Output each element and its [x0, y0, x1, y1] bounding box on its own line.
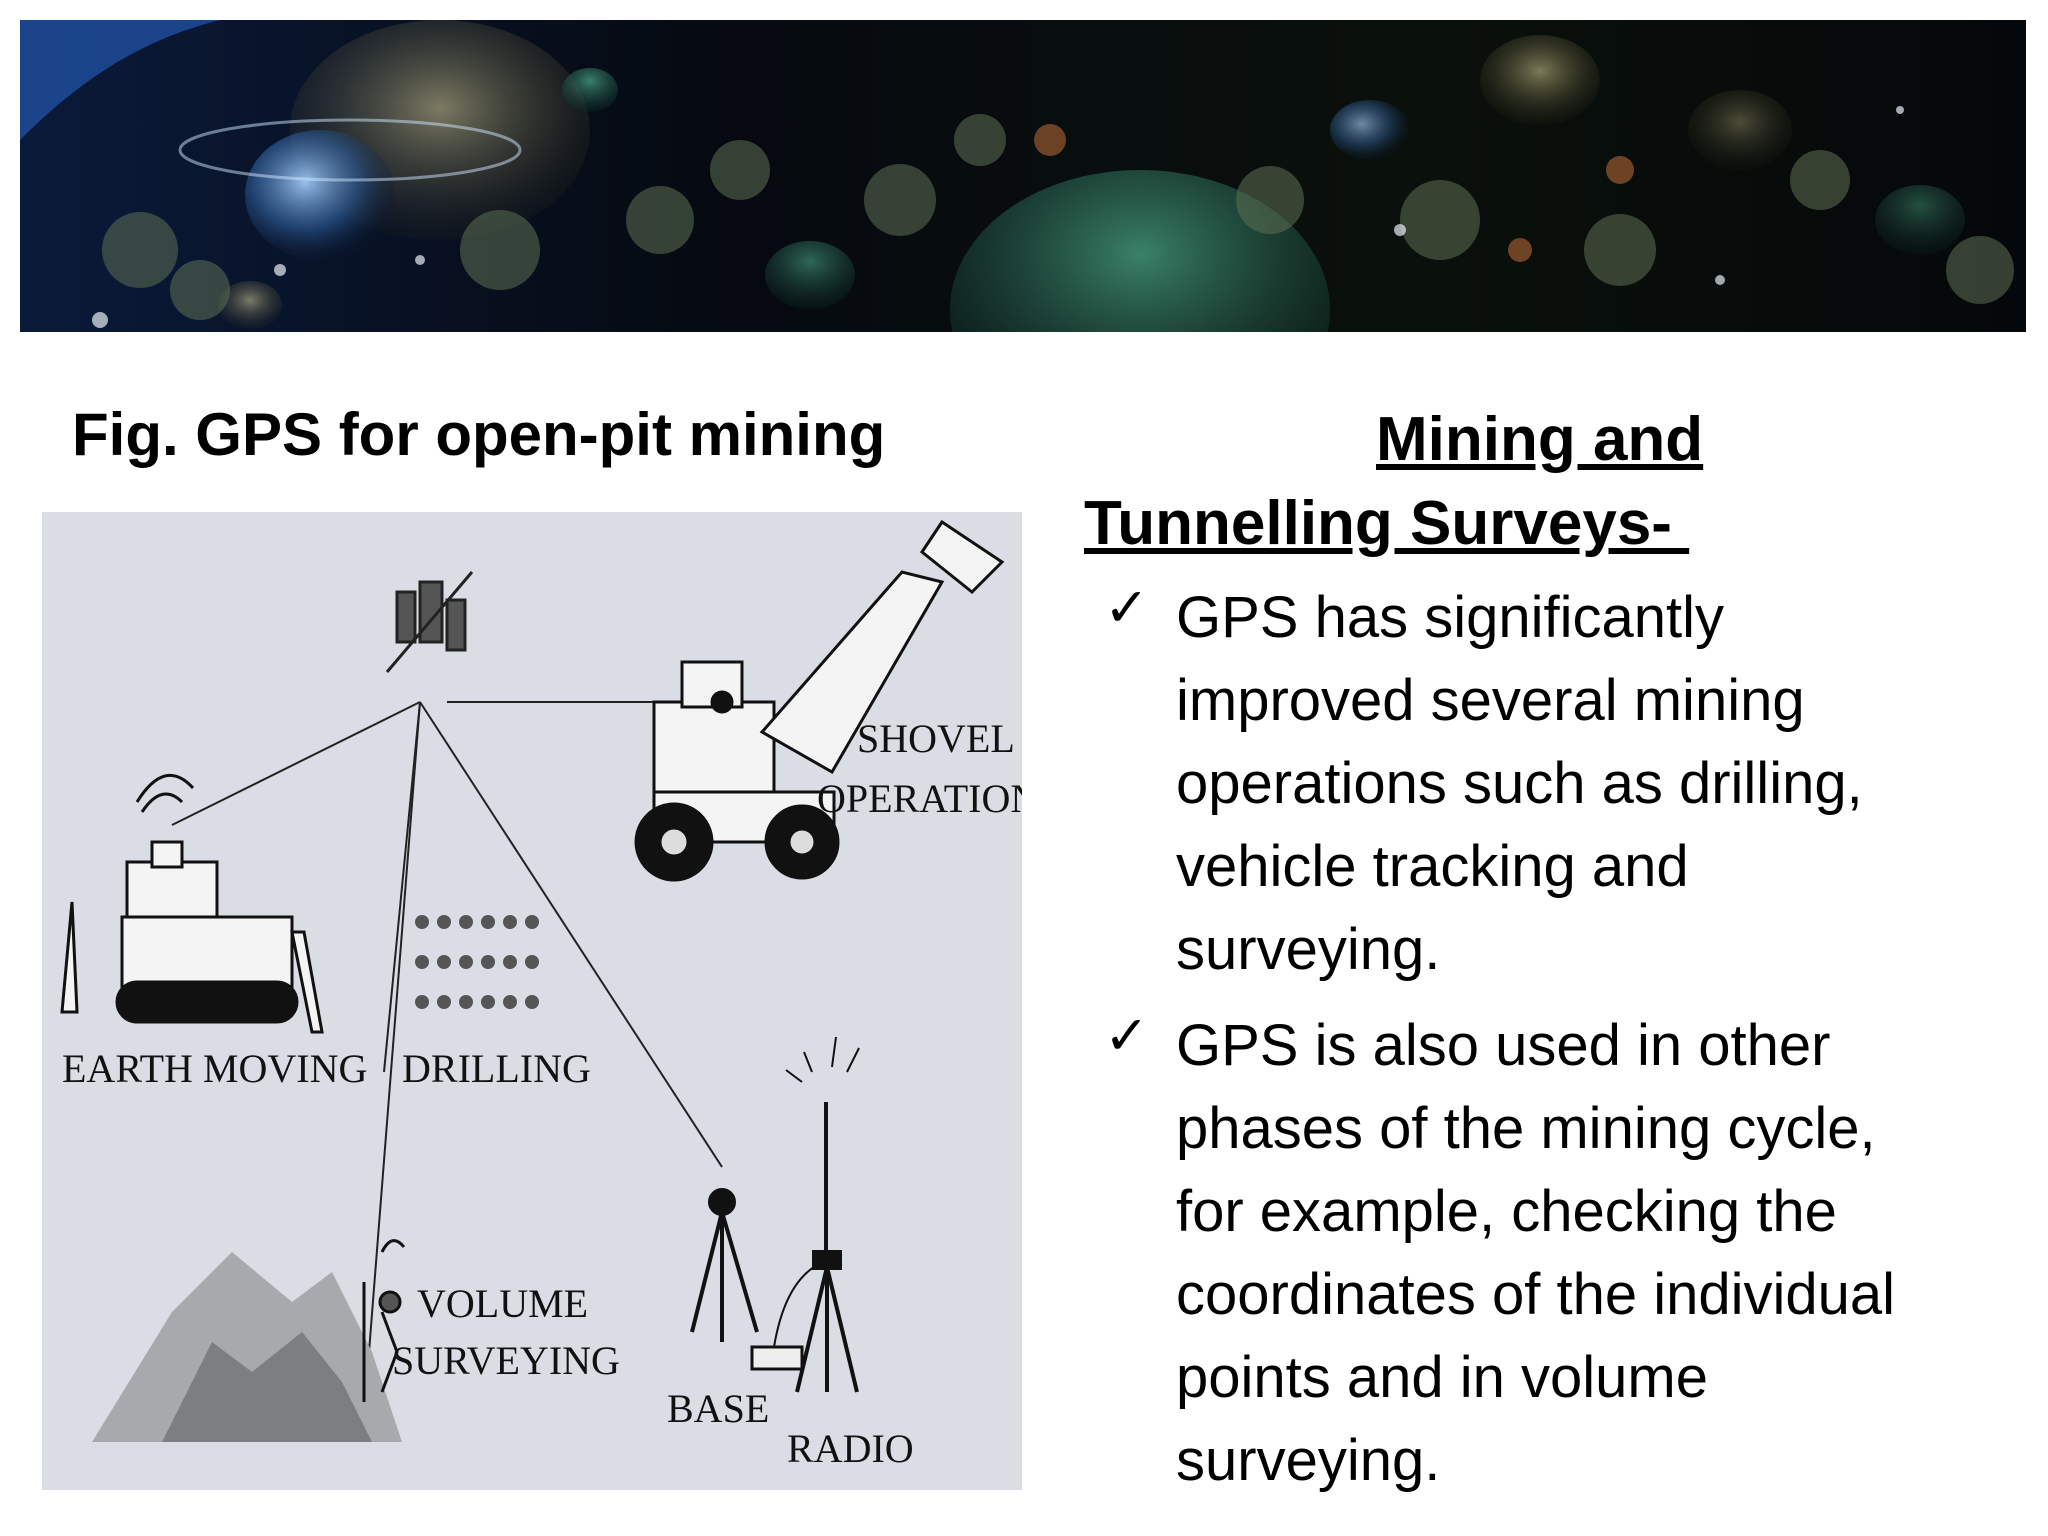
label-operations: OPERATIONS: [817, 776, 1022, 821]
gps-mining-diagram: SHOVEL OPERATIONS EARTH MOVING DRILLING: [42, 512, 1022, 1490]
label-shovel: SHOVEL: [857, 716, 1015, 761]
space-banner-graphic: [20, 20, 2026, 332]
surveyor-icon: [362, 1239, 406, 1402]
bullet-text: GPS has significantly improved several m…: [1176, 585, 1863, 982]
bulldozer-icon: [60, 773, 324, 1034]
drill-hole-grid: [415, 915, 539, 1009]
label-volume: VOLUME: [417, 1281, 588, 1326]
gps-mining-figure: SHOVEL OPERATIONS EARTH MOVING DRILLING: [42, 512, 1022, 1490]
banner-image: [20, 20, 2026, 332]
label-radio: RADIO: [787, 1426, 914, 1471]
heading-line-2: Tunnelling Surveys-: [1084, 489, 1690, 558]
radio-antenna-icon: [773, 1036, 860, 1393]
label-surveying: SURVEYING: [392, 1338, 620, 1383]
label-drilling: DRILLING: [402, 1046, 591, 1091]
check-icon: ✓: [1104, 1004, 1150, 1067]
base-station-icon: [690, 1188, 804, 1371]
mountain-icon: [92, 1252, 402, 1442]
shovel-icon: [634, 519, 1005, 882]
figure-caption: Fig. GPS for open-pit mining: [72, 401, 886, 468]
bullet-text: GPS is also used in other phases of the …: [1176, 1013, 1896, 1493]
heading-line-1: Mining and: [1376, 405, 1704, 474]
satellite-icon: [385, 571, 474, 673]
check-icon: ✓: [1104, 576, 1150, 639]
label-earth-moving: EARTH MOVING: [62, 1046, 367, 1091]
gps-signal-lines: [171, 701, 723, 1353]
label-base: BASE: [667, 1386, 769, 1431]
